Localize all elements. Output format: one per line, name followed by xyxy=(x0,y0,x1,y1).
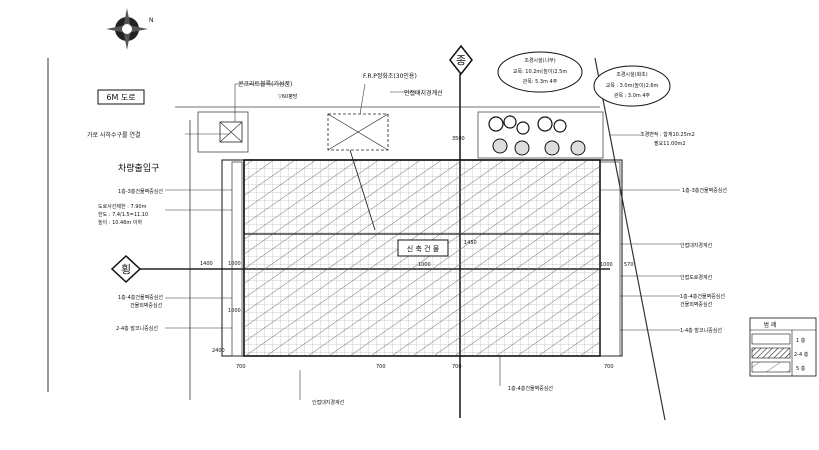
svg-text:N: N xyxy=(149,17,154,24)
dim-700: 700 xyxy=(236,364,246,370)
dim-3500: 3500 xyxy=(452,136,465,142)
road-label: 6M 도로 xyxy=(106,93,135,102)
boundary-right-label: 인접대지경계선 xyxy=(680,242,713,249)
parking-label: 가로 사하수구를 연결 xyxy=(87,131,141,139)
compass-icon: N xyxy=(106,8,154,50)
frp-label: F.R.P정화조(30인용) xyxy=(363,73,417,80)
marker-top-label: 종 xyxy=(456,54,466,67)
dimension-block-line1: 도로사선제한 : 7.90m xyxy=(98,203,147,210)
building-footprint xyxy=(221,159,623,357)
landscape-right-title: 조경시설(화초) xyxy=(616,71,648,78)
concrete-sub-label: ▽60평방 xyxy=(278,93,298,100)
legend xyxy=(749,317,817,377)
marker-top: 종 xyxy=(449,44,473,76)
landscape-area-line1: 조경면적 : 합계10.25m2 xyxy=(640,131,695,138)
boundary-top-label: 인접대지경계선 xyxy=(404,89,443,97)
dim-1000c: 1000 xyxy=(418,262,431,268)
landscape-right-line1: 교목 : 3.0m(높이)2.6m xyxy=(606,82,659,89)
dim-1450: 1450 xyxy=(464,240,477,246)
boundary-bottom-label: 인접대지경계선 xyxy=(312,399,345,406)
setback-top-right-label: 1층-3층건물벽중심선 xyxy=(682,187,727,194)
setback-left-2b-label: 건물외벽중심선 xyxy=(130,302,163,309)
setback-bottom-label: 1층-4층건물벽중심선 xyxy=(508,385,553,392)
legend-title: 범 례 xyxy=(764,321,777,329)
legend-item-2: 2-4 층 xyxy=(794,351,809,358)
dimension-block-line3: 높이 : 10.46m 이하 xyxy=(98,219,142,226)
dim-700c: 700 xyxy=(452,364,462,370)
entrance-label: 차량출입구 xyxy=(118,162,159,174)
landscape-right-line2: 관목 : 3.0m 4주 xyxy=(614,92,651,99)
dim-1000d: 1000 xyxy=(600,262,613,268)
landscape-area xyxy=(477,111,604,159)
dim-1000b: 1000 xyxy=(228,308,241,314)
building-line-right-label: 인접도로경계선 xyxy=(680,274,713,281)
dim-570: 570 xyxy=(624,262,634,268)
dimension-block-line2: 한도 : 7.4/1.5=11.10 xyxy=(98,212,148,218)
road-boundary-line xyxy=(594,57,666,421)
dim-700b: 700 xyxy=(376,364,386,370)
landscape-left-line1: 교목: 10.2m(높이)2.5m xyxy=(513,68,568,75)
marker-left-label: 횡 xyxy=(121,263,131,276)
legend-item-1: 1 층 xyxy=(796,337,806,344)
setback-right-2b-label: 건물외벽중심선 xyxy=(680,301,713,308)
concrete-label: 콘크리트블록(기성품) xyxy=(238,80,292,88)
landscape-area-line2: 필요11.00m2 xyxy=(654,140,686,147)
marker-left: 횡 xyxy=(110,254,142,284)
setback-right-2-label: 1층-4층건물벽중심선 xyxy=(680,293,725,300)
setback-left-2-label: 1층-4층건물벽중심선 xyxy=(118,294,163,301)
boundary-left-bottom-label: 2-4층 발코니중심선 xyxy=(116,325,158,332)
building-label: 신 축 건 물 xyxy=(407,244,440,253)
landscape-left-line2: 관목: 5.3m 4주 xyxy=(523,78,558,85)
dim-2400: 2400 xyxy=(212,348,225,354)
legend-item-3: 5 층 xyxy=(796,365,806,372)
dim-1400: 1400 xyxy=(200,261,213,267)
dim-700d: 700 xyxy=(604,364,614,370)
landscape-left-title: 조경시설(나무) xyxy=(524,57,556,64)
setback-left-top-label: 1층-3층건물벽중심선 xyxy=(118,188,163,195)
boundary-right-bottom-label: 1-4층 발코니중심선 xyxy=(680,327,722,334)
dim-1000: 1000 xyxy=(228,261,241,267)
